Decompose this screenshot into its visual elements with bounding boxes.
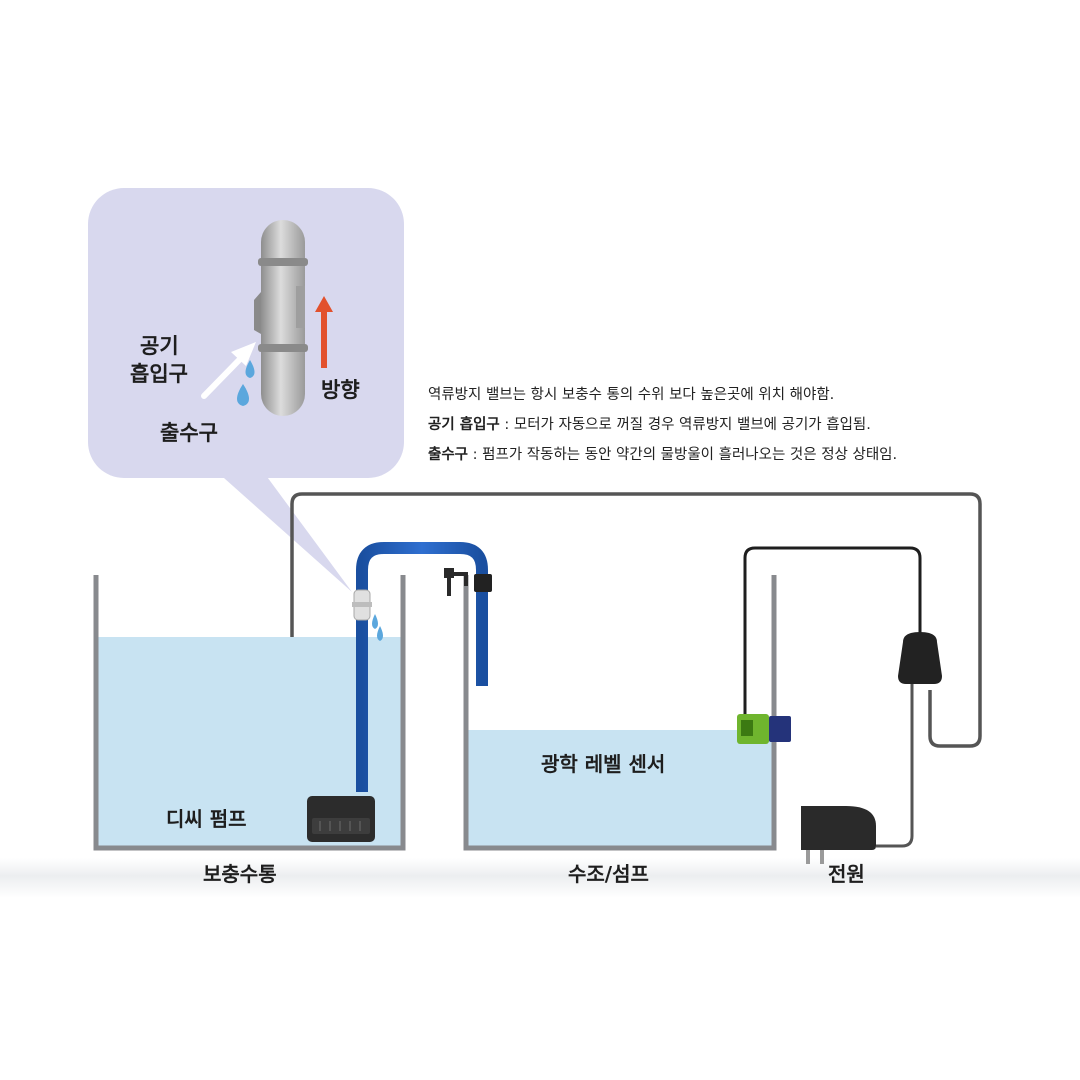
blue-tube <box>356 542 488 792</box>
callout-tail <box>215 470 352 592</box>
note-line-2: 공기 흡입구 : 모터가 자동으로 꺼질 경우 역류방지 밸브에 공기가 흡입됨… <box>428 418 871 433</box>
optical-sensor-icon <box>737 714 791 744</box>
note-term: 공기 흡입구 <box>428 417 500 433</box>
water-drop-icon <box>237 384 249 406</box>
hose-holder-icon <box>444 568 492 596</box>
reservoir-label: 보충수통 <box>203 862 277 886</box>
note-line-3: 출수구 : 펌프가 작동하는 동안 약간의 물방울이 흘러나오는 것은 정상 상… <box>428 448 897 463</box>
air-inlet-label-line2: 흡입구 <box>130 362 188 386</box>
valve-callout <box>88 188 404 592</box>
dc-pump-icon <box>307 796 375 842</box>
callout-bubble <box>88 188 404 478</box>
tank-label: 수조/섬프 <box>568 862 649 886</box>
power-label: 전원 <box>828 862 865 886</box>
air-inlet-label-line1: 공기 <box>140 334 179 358</box>
tank-walls <box>463 575 777 851</box>
water-drop-icon <box>377 626 383 641</box>
note-term: 출수구 <box>428 447 469 463</box>
reservoir-walls <box>93 575 406 851</box>
note-text: 역류방지 밸브는 항시 보충수 통의 수위 보다 높은곳에 위치 해야함. <box>428 387 835 403</box>
aquarium-tank <box>463 575 777 851</box>
note-text: : 모터가 자동으로 꺼질 경우 역류방지 밸브에 공기가 흡입됨. <box>499 417 871 433</box>
ground-shadow <box>0 858 1080 898</box>
power-cable <box>876 684 914 848</box>
direction-arrow-icon <box>315 296 333 368</box>
pump-label: 디씨 펌프 <box>166 807 247 831</box>
water-drop-icon <box>372 614 378 629</box>
water-drop-icon <box>245 360 255 378</box>
pump-cable <box>290 492 982 804</box>
tank-water <box>466 730 774 848</box>
power-adapter-icon <box>801 806 876 864</box>
tube-valve-icon <box>352 589 372 621</box>
sensor-cable <box>743 546 922 718</box>
check-valve-icon <box>254 220 308 416</box>
note-text: : 펌프가 작동하는 동안 약간의 물방울이 흘러나오는 것은 정상 상태임. <box>468 447 898 463</box>
outlet-label: 출수구 <box>160 421 218 445</box>
sensor-label: 광학 레벨 센서 <box>541 752 666 776</box>
direction-label: 방향 <box>321 378 360 402</box>
controller-box-icon <box>898 632 942 684</box>
note-line-1: 역류방지 밸브는 항시 보충수 통의 수위 보다 높은곳에 위치 해야함. <box>428 388 834 403</box>
air-inlet-arrow-icon <box>201 342 256 399</box>
